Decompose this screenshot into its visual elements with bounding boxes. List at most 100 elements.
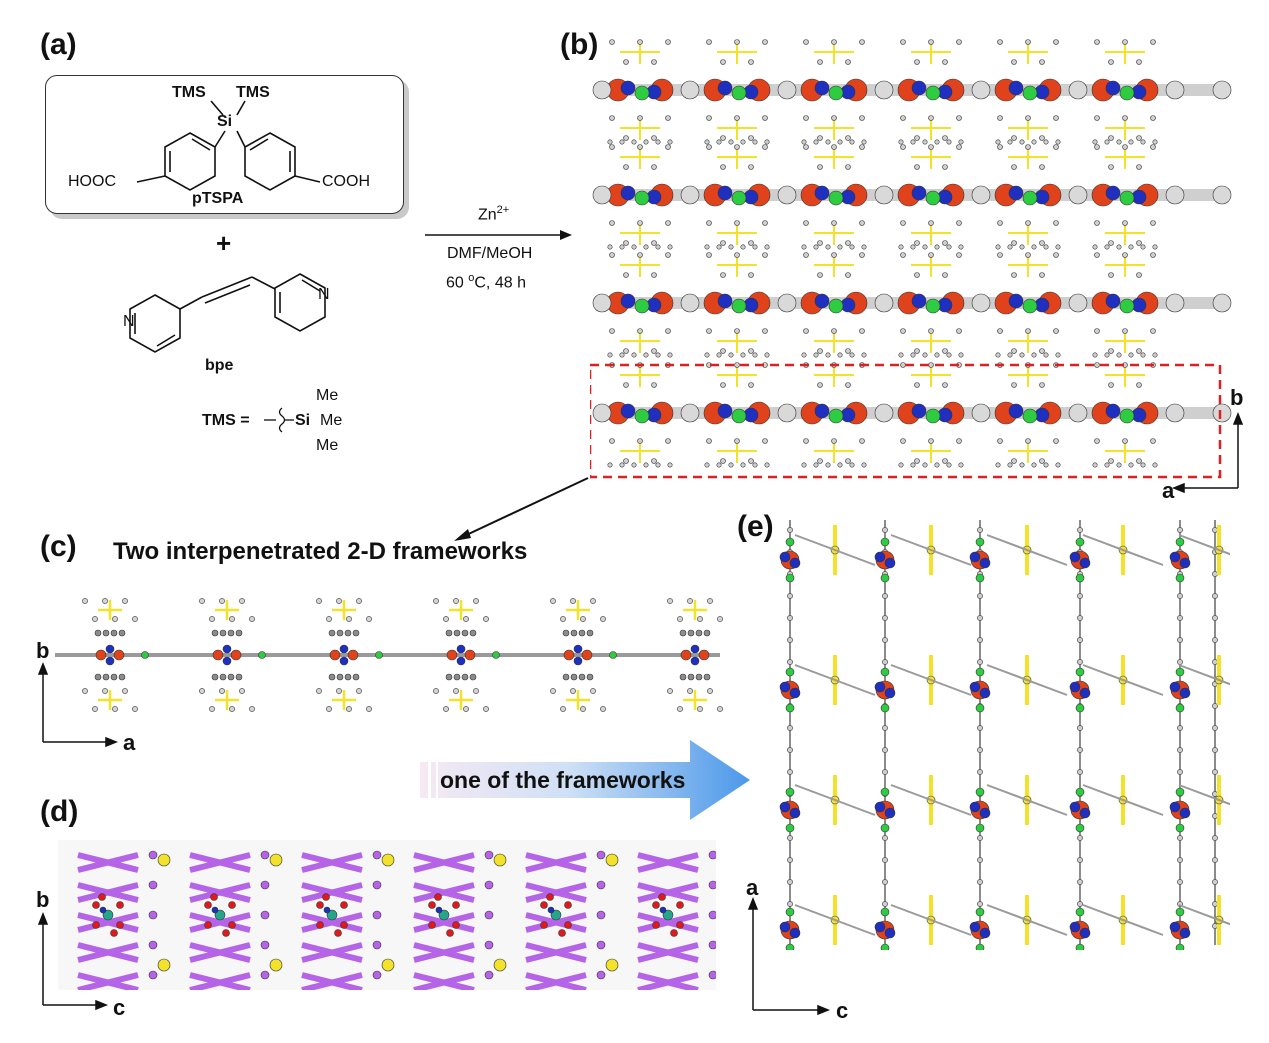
hydrogen-atom (813, 244, 819, 250)
hydrogen-atom (922, 352, 928, 358)
zinc-atom (828, 298, 844, 314)
hydrogen-atom (813, 139, 819, 145)
nitrogen-atom (911, 293, 927, 309)
hydrogen-atom (752, 244, 758, 250)
carbon-atom (453, 673, 461, 681)
nitrogen-atom (620, 80, 636, 96)
oxygen-atom (322, 893, 330, 901)
hydrogen-atom (336, 598, 342, 604)
oxygen-atom (316, 921, 324, 929)
hydrogen-atom (1025, 438, 1031, 444)
carbon-atom (882, 857, 888, 863)
hydrogen-atom (942, 272, 948, 278)
plus-sign: + (216, 228, 232, 258)
hydrogen-atom (1043, 139, 1049, 145)
carbon-atom (1177, 725, 1183, 731)
hydrogen-atom (748, 272, 754, 278)
hydrogen-atom (623, 272, 629, 278)
oxygen-atom (446, 649, 458, 661)
zinc-atom (326, 909, 338, 921)
hydrogen-atom (956, 39, 962, 45)
hydrogen-atom (956, 115, 962, 121)
carbon-atom (874, 80, 894, 100)
hydrogen-atom (619, 139, 625, 145)
axis-b-label-panel-d: b (36, 887, 50, 912)
silicon-atom (381, 958, 395, 972)
zinc-atom (828, 85, 844, 101)
hydrogen-atom (1122, 39, 1128, 45)
hydrogen-atom (463, 616, 469, 622)
nitrogen-atom (573, 644, 583, 654)
hydrogen-atom (1055, 244, 1061, 250)
zinc-atom (880, 667, 890, 677)
hydrogen-atom (623, 164, 629, 170)
carbon-atom (787, 857, 793, 863)
hydrogen-atom (859, 438, 865, 444)
hydrogen-atom (1136, 272, 1142, 278)
hydrogen-atom (817, 458, 823, 464)
tms-right-label: TMS (236, 84, 270, 101)
nitrogen-atom (814, 185, 830, 201)
hydrogen-atom (928, 438, 934, 444)
carbon-atom (1077, 593, 1083, 599)
carbon-atom (787, 637, 793, 643)
hydrogen-atom (665, 144, 671, 150)
zinc-atom (1075, 703, 1085, 713)
carbon-atom (1077, 769, 1083, 775)
carbon-atom (787, 769, 793, 775)
zinc-atom (975, 787, 985, 797)
carbon-atom (777, 293, 797, 313)
hydrogen-atom (619, 244, 625, 250)
zinc-atom (975, 823, 985, 833)
silicon-atom (493, 853, 507, 867)
carbon-atom (1177, 593, 1183, 599)
hydrogen-atom (801, 139, 807, 145)
nitrogen-atom (979, 557, 991, 569)
hydrogen-atom (914, 458, 920, 464)
tms-methyl-top: Me (316, 387, 339, 404)
zinc-atom (731, 85, 747, 101)
hydrogen-atom (914, 382, 920, 388)
oxygen-atom (116, 921, 124, 929)
hydrogen-atom (706, 144, 712, 150)
carbon-atom (1212, 923, 1218, 929)
hydrogen-atom (623, 458, 629, 464)
hydrogen-atom (801, 244, 807, 250)
crystal-packing-view-b (590, 39, 1232, 479)
nitrogen-atom (1069, 921, 1081, 933)
hydrogen-atom (550, 688, 556, 694)
hydrogen-atom (1152, 462, 1158, 468)
hydrogen-atom (453, 688, 459, 694)
hydrogen-atom (651, 164, 657, 170)
hydrogen-atom (1152, 139, 1158, 145)
hydrogen-atom (704, 244, 710, 250)
purple-framework-bond (301, 942, 363, 963)
nitrogen-atom (884, 807, 896, 819)
carbon-atom (1212, 185, 1232, 205)
carbon-atom (1165, 293, 1185, 313)
zinc-atom (785, 943, 795, 950)
hydrogen-atom (122, 598, 128, 604)
carbon-atom (977, 769, 983, 775)
purple-framework-bond (413, 942, 475, 963)
purple-framework-bond (413, 912, 475, 933)
hydrogen-atom (1108, 59, 1114, 65)
hydrogen-atom (1039, 240, 1045, 246)
oxygen-atom (676, 901, 684, 909)
purple-framework-bond (77, 972, 139, 990)
hydrogen-atom (1094, 252, 1100, 258)
carbon-atom (1077, 747, 1083, 753)
nitrogen-atom (814, 80, 830, 96)
zinc-atom (141, 651, 149, 659)
hydrogen-atom (720, 272, 726, 278)
zinc-atom (634, 85, 650, 101)
purple-framework-atom (596, 970, 606, 980)
hydrogen-atom (1011, 272, 1017, 278)
hydrogen-atom (1108, 458, 1114, 464)
hydrogen-atom (995, 352, 1001, 358)
nitrogen-atom (1079, 927, 1091, 939)
hydrogen-atom (1007, 139, 1013, 145)
purple-framework-atom (596, 880, 606, 890)
hydrogen-atom (1025, 328, 1031, 334)
hydrogen-atom (734, 39, 740, 45)
